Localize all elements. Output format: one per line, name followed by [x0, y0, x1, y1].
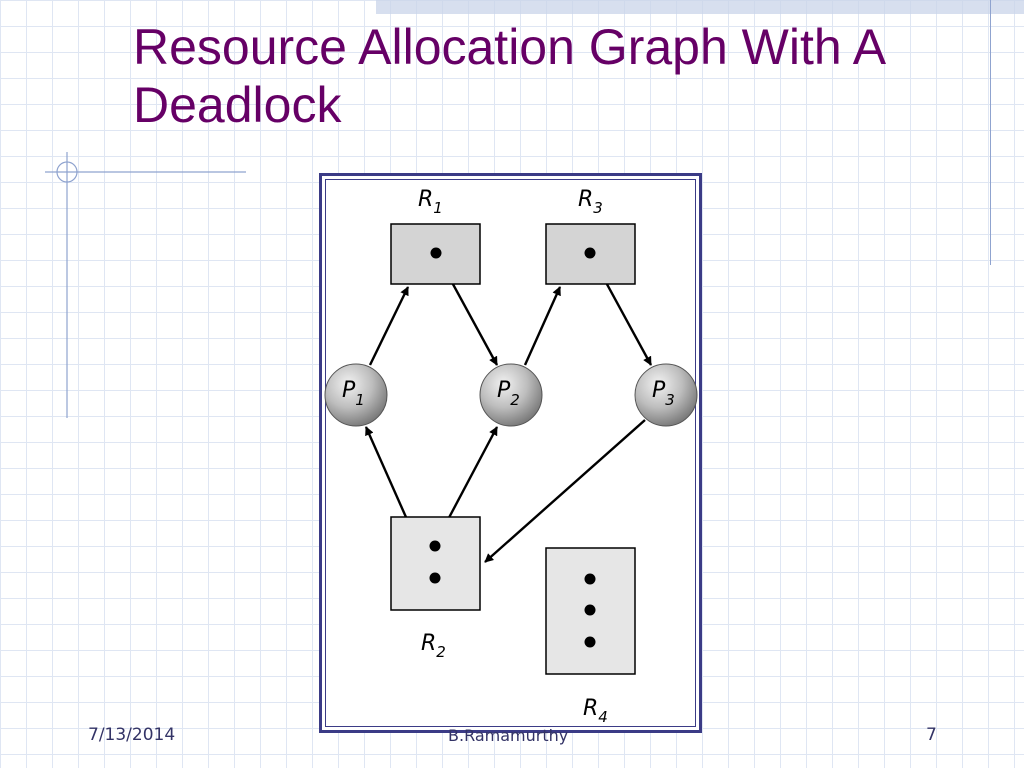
process-p2: P2 — [479, 363, 543, 427]
corner-crosshair-decoration — [45, 152, 246, 418]
edge-p3-to-r2 — [484, 419, 646, 563]
diagram-frame — [319, 173, 702, 733]
slide-title-line-2: Deadlock — [133, 77, 342, 133]
edge-p1-to-r1 — [368, 286, 410, 366]
process-p2-label: P2 — [497, 378, 520, 409]
right-decoration-rule — [990, 0, 991, 265]
resource-r1-label: R1 — [418, 187, 443, 217]
resource-r4-label: R4 — [583, 696, 608, 726]
resource-r4-instance — [584, 604, 596, 616]
process-p1: P1 — [324, 363, 388, 427]
process-p3: P3 — [634, 363, 698, 427]
footer-date: 7/13/2014 — [88, 725, 176, 745]
slide-title-line-1: Resource Allocation Graph With A — [133, 19, 887, 75]
slide-title: Resource Allocation Graph With A Deadloc… — [133, 18, 993, 134]
resource-r2-instance — [429, 572, 441, 584]
footer-author: B.Ramamurthy — [448, 726, 569, 745]
resource-r4-instance — [584, 573, 596, 585]
resource-r2-instance — [429, 540, 441, 552]
header-decoration-band — [376, 0, 1024, 14]
resource-r4: R4 — [545, 547, 636, 726]
resource-r4-instance — [584, 636, 596, 648]
resource-r3-instance — [584, 247, 596, 259]
edge-p2-to-r3 — [523, 286, 562, 366]
process-p1-label: P1 — [342, 378, 365, 409]
resource-r2-label: R2 — [421, 631, 446, 661]
resource-r3: R3 — [545, 187, 636, 285]
diagram-frame-inner-border — [325, 179, 696, 727]
resource-r2: R2 — [390, 516, 481, 661]
resource-r3-label: R3 — [578, 187, 603, 217]
resource-r1-instance — [430, 247, 442, 259]
process-p3-label: P3 — [652, 378, 675, 409]
footer-page-number: 7 — [926, 725, 937, 745]
resource-r1: R1 — [390, 187, 481, 285]
